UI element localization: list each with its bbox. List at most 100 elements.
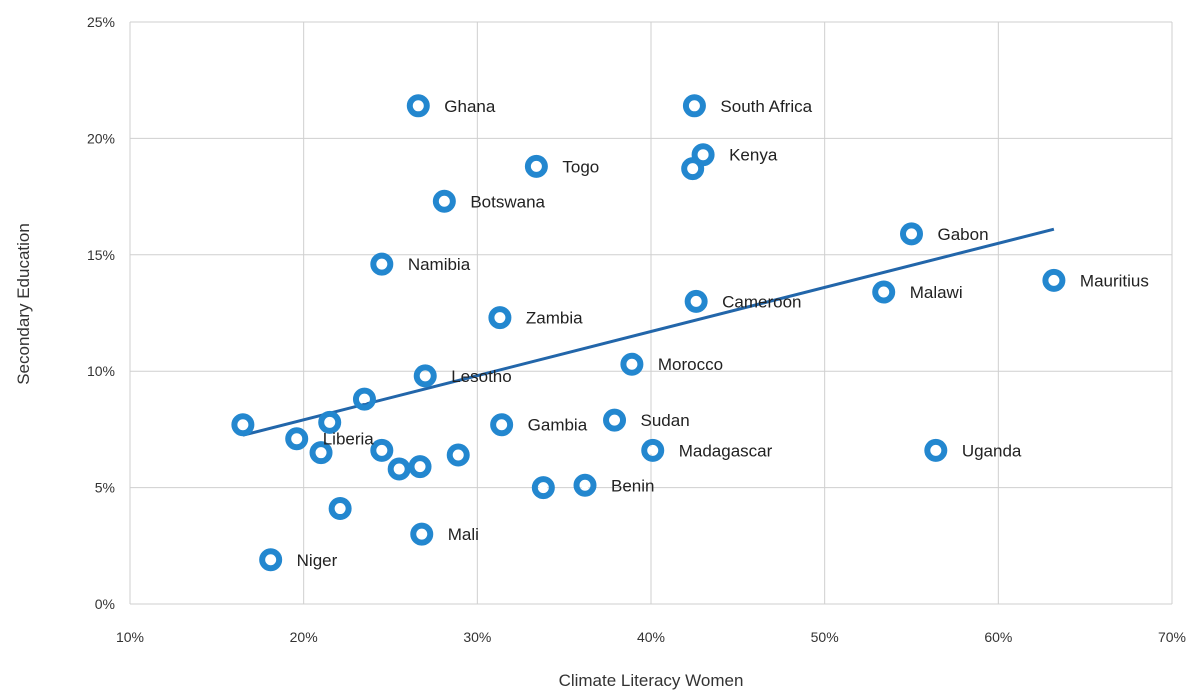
- x-axis-title: Climate Literacy Women: [559, 671, 744, 690]
- y-tick-label: 25%: [87, 14, 115, 30]
- point-label: Togo: [562, 157, 599, 176]
- y-tick-label: 15%: [87, 247, 115, 263]
- point-marker-ring: [370, 252, 394, 276]
- point-marker-center: [539, 483, 548, 492]
- point-marker-center: [692, 297, 701, 306]
- point-label: Malawi: [910, 283, 963, 302]
- y-axis-title: Secondary Education: [14, 223, 33, 385]
- data-point: [387, 457, 411, 481]
- point-marker-ring: [488, 306, 512, 330]
- point-label: Liberia: [323, 430, 375, 449]
- data-point: [318, 410, 342, 434]
- point-marker-ring: [370, 438, 394, 462]
- x-tick-label: 10%: [116, 629, 144, 645]
- y-tick-label: 5%: [95, 480, 115, 496]
- point-marker-center: [688, 164, 697, 173]
- point-label: South Africa: [720, 97, 812, 116]
- y-tick-label: 10%: [87, 363, 115, 379]
- point-marker-center: [495, 313, 504, 322]
- data-point: [410, 522, 434, 546]
- point-label: Madagascar: [679, 441, 773, 460]
- data-point: [684, 289, 708, 313]
- data-point: [231, 413, 255, 437]
- point-label: Namibia: [408, 255, 471, 274]
- data-point: [408, 455, 432, 479]
- point-marker-ring: [620, 352, 644, 376]
- data-point: [620, 352, 644, 376]
- data-points: [231, 94, 1066, 572]
- point-label: Lesotho: [451, 367, 512, 386]
- point-marker-ring: [328, 497, 352, 521]
- point-marker-center: [238, 420, 247, 429]
- point-marker-ring: [413, 364, 437, 388]
- data-point: [328, 497, 352, 521]
- data-point: [924, 438, 948, 462]
- point-marker-center: [395, 464, 404, 473]
- point-marker-ring: [524, 154, 548, 178]
- point-marker-center: [440, 197, 449, 206]
- x-tick-label: 50%: [811, 629, 839, 645]
- x-tick-label: 20%: [290, 629, 318, 645]
- data-point: [413, 364, 437, 388]
- data-point: [352, 387, 376, 411]
- point-label: Morocco: [658, 355, 723, 374]
- point-label: Mauritius: [1080, 271, 1149, 290]
- x-tick-label: 70%: [1158, 629, 1186, 645]
- data-point: [309, 441, 333, 465]
- point-marker-center: [610, 416, 619, 425]
- data-point: [681, 157, 705, 181]
- point-marker-ring: [603, 408, 627, 432]
- data-point: [370, 438, 394, 462]
- point-marker-center: [581, 481, 590, 490]
- point-marker-center: [336, 504, 345, 513]
- point-marker-center: [377, 446, 386, 455]
- data-point: [524, 154, 548, 178]
- point-marker-center: [497, 420, 506, 429]
- point-marker-ring: [352, 387, 376, 411]
- point-marker-center: [421, 371, 430, 380]
- point-marker-center: [879, 288, 888, 297]
- point-marker-center: [648, 446, 657, 455]
- point-label: Uganda: [962, 441, 1022, 460]
- point-marker-center: [325, 418, 334, 427]
- x-tick-label: 60%: [984, 629, 1012, 645]
- data-point: [432, 189, 456, 213]
- point-marker-center: [699, 150, 708, 159]
- point-marker-ring: [691, 143, 715, 167]
- point-marker-ring: [682, 94, 706, 118]
- point-label: Ghana: [444, 97, 496, 116]
- data-point: [872, 280, 896, 304]
- point-marker-ring: [573, 473, 597, 497]
- point-marker-ring: [318, 410, 342, 434]
- point-label: Cameroon: [722, 292, 801, 311]
- point-marker-ring: [309, 441, 333, 465]
- y-axis-ticks: 0%5%10%15%20%25%: [87, 14, 115, 612]
- data-point: [900, 222, 923, 246]
- data-point: [603, 408, 627, 432]
- point-marker-ring: [684, 289, 708, 313]
- x-axis-ticks: 10%20%30%40%50%60%70%: [116, 629, 1186, 645]
- point-marker-center: [532, 162, 541, 171]
- point-label: Benin: [611, 476, 654, 495]
- point-marker-center: [266, 555, 275, 564]
- point-marker-ring: [681, 157, 705, 181]
- point-marker-ring: [285, 427, 309, 451]
- data-point: [641, 438, 665, 462]
- trendline: [242, 227, 1055, 437]
- point-label: Gabon: [938, 225, 989, 244]
- point-marker-center: [416, 462, 425, 471]
- point-marker-center: [417, 530, 426, 539]
- point-marker-ring: [1042, 268, 1066, 292]
- point-marker-ring: [900, 222, 923, 246]
- point-marker-center: [377, 260, 386, 269]
- point-marker-ring: [387, 457, 411, 481]
- data-point: [406, 94, 430, 118]
- point-marker-ring: [446, 443, 470, 467]
- point-marker-center: [414, 101, 423, 110]
- x-tick-label: 40%: [637, 629, 665, 645]
- data-point: [682, 94, 706, 118]
- point-marker-ring: [231, 413, 255, 437]
- data-point: [490, 413, 514, 437]
- point-marker-center: [690, 101, 699, 110]
